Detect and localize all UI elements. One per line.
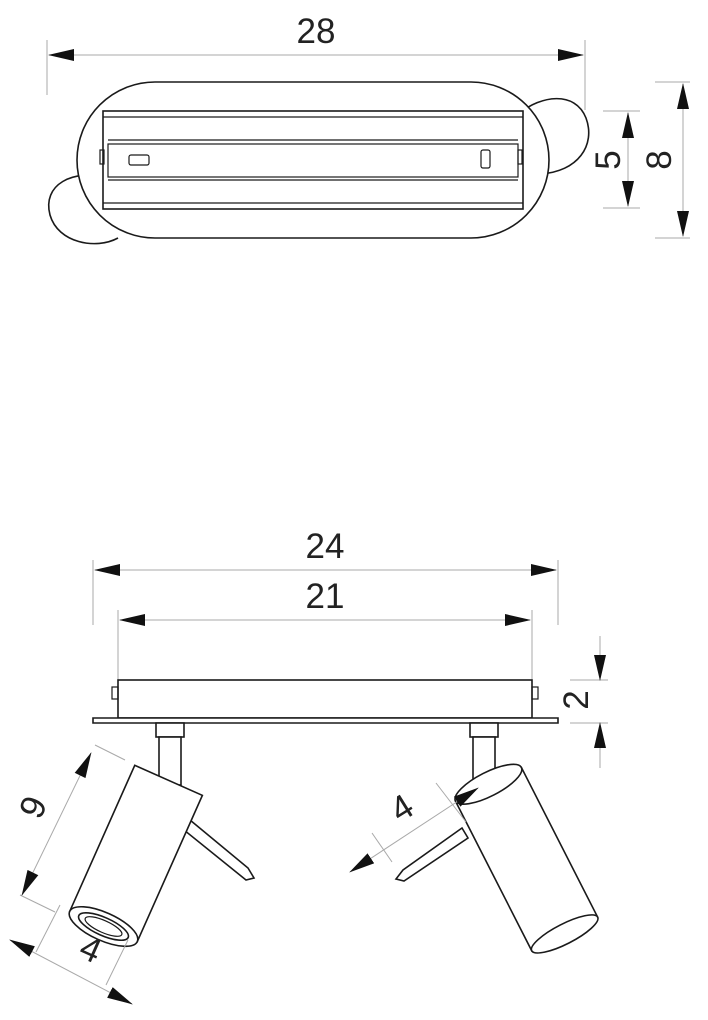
dim-line-4-right bbox=[349, 787, 479, 873]
dim-label-spot-diameter-left: 4 bbox=[74, 928, 108, 972]
side-view: 24 21 2 bbox=[9, 527, 608, 1005]
side-view-body bbox=[117, 679, 533, 719]
top-view: 28 5 8 bbox=[46, 12, 690, 245]
spotlight-right bbox=[394, 722, 599, 954]
dim-line-4-left bbox=[9, 939, 133, 1005]
dim-label-body-width: 21 bbox=[306, 577, 345, 616]
spotlight-left bbox=[68, 722, 256, 948]
dim-label-depth: 2 bbox=[557, 690, 596, 709]
top-view-slot-right bbox=[480, 149, 491, 169]
dim-label-overall-width: 24 bbox=[306, 527, 345, 566]
dim-line-9 bbox=[21, 752, 92, 896]
top-view-slot-left bbox=[128, 154, 150, 166]
dim-label-spot-length: 9 bbox=[12, 790, 56, 824]
top-view-housing bbox=[102, 110, 524, 210]
dim-label-spot-diameter-right: 4 bbox=[383, 787, 420, 830]
dim-label-top-width: 28 bbox=[297, 12, 336, 51]
dim-label-top-outer-height: 8 bbox=[640, 150, 679, 169]
side-view-flange bbox=[92, 717, 559, 724]
dim-label-top-inner-height: 5 bbox=[589, 150, 628, 169]
